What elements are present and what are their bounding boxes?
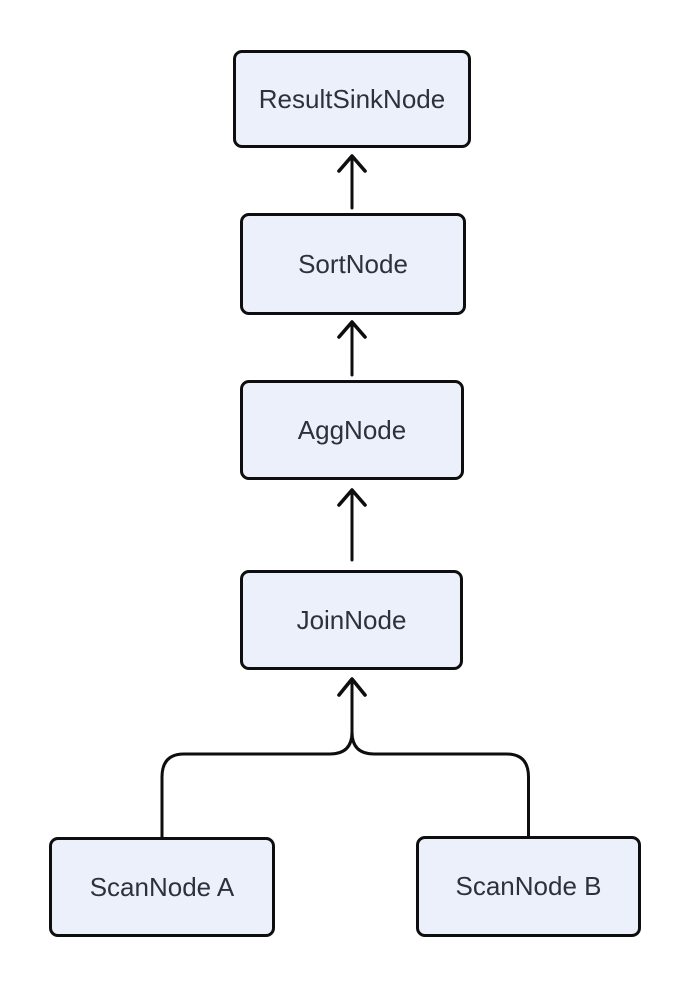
edge-scannode-b-to-joinnode bbox=[350, 730, 530, 840]
node-label: AggNode bbox=[297, 414, 407, 445]
node-label: JoinNode bbox=[296, 604, 407, 635]
node-label: ResultSinkNode bbox=[258, 83, 446, 114]
node-scannode-b: ScanNode B bbox=[416, 836, 641, 937]
arrowhead-icon bbox=[337, 320, 367, 339]
node-resultsinknode: ResultSinkNode bbox=[233, 50, 471, 148]
node-aggnode: AggNode bbox=[240, 380, 464, 480]
edge-scannode-a-to-joinnode bbox=[160, 730, 354, 841]
node-label: SortNode bbox=[298, 248, 408, 279]
node-label: ScanNode A bbox=[89, 871, 235, 902]
node-joinnode: JoinNode bbox=[240, 570, 463, 670]
node-label: ScanNode B bbox=[455, 871, 602, 901]
arrowhead-icon bbox=[337, 154, 367, 173]
node-sortnode: SortNode bbox=[240, 213, 466, 315]
arrowhead-icon bbox=[337, 488, 367, 507]
node-scannode-a: ScanNode A bbox=[49, 837, 275, 937]
arrowhead-icon bbox=[337, 677, 367, 697]
